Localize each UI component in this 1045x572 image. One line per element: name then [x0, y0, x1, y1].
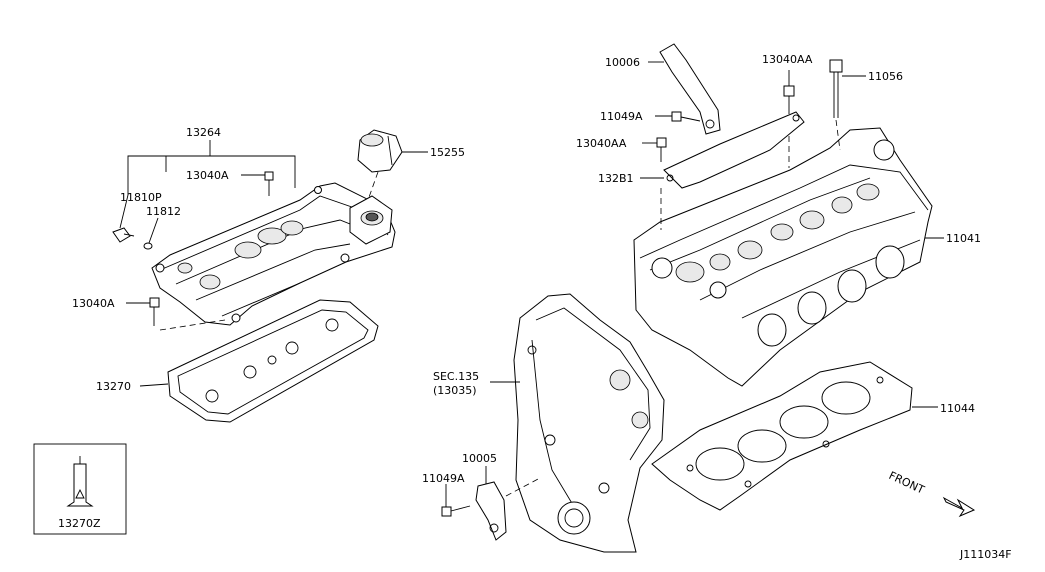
- front-cover: [490, 293, 665, 553]
- front-label: FRONT: [887, 469, 927, 497]
- bolt-11049a-bottom: [441, 484, 471, 517]
- label-11056: 11056: [868, 70, 903, 83]
- bolt-13040a-top: [241, 171, 274, 196]
- oil-filler-cap: [357, 129, 428, 201]
- label-13040a-top: 13040A: [186, 169, 229, 182]
- bolt-13040a-left: [126, 297, 226, 331]
- bracket-13281: [640, 111, 805, 189]
- label-11049a-bottom: 11049A: [422, 472, 465, 485]
- label-13040aa-top: 13040AA: [762, 53, 813, 66]
- bolt-13040aa-mid: [642, 137, 667, 230]
- pcv-valve: [112, 194, 135, 243]
- label-11812: 11812: [146, 205, 181, 218]
- head-gasket: [651, 361, 938, 511]
- diagram-code: J111034F: [959, 548, 1012, 561]
- label-11049a-top: 11049A: [600, 110, 643, 123]
- label-sec135: SEC.135: [433, 370, 479, 383]
- cylinder-head: [633, 127, 944, 387]
- grommet: [143, 217, 159, 250]
- label-10005: 10005: [462, 452, 497, 465]
- label-11041: 11041: [946, 232, 981, 245]
- label-13040aa-mid: 13040AA: [576, 137, 627, 150]
- label-13040a-left: 13040A: [72, 297, 115, 310]
- rocker-cover: [151, 182, 396, 326]
- label-11044: 11044: [940, 402, 975, 415]
- rocker-cover-gasket: [139, 299, 379, 423]
- engine-hanger-front: [475, 466, 541, 541]
- label-sec135-ref: (13035): [433, 384, 477, 397]
- bolt-11049a-top: [655, 111, 701, 122]
- label-10006: 10006: [605, 56, 640, 69]
- label-11810p: 11810P: [120, 191, 162, 204]
- bolt-13040aa-top: [783, 70, 795, 168]
- front-arrow-icon: FRONT: [887, 469, 976, 518]
- head-bolt: [829, 59, 866, 151]
- label-132b1: 132B1: [598, 172, 634, 185]
- label-13270z: 13270Z: [58, 517, 101, 530]
- sealant-box: [33, 443, 127, 535]
- engine-hanger-rear: [648, 43, 721, 135]
- label-13264: 13264: [186, 126, 221, 139]
- label-13270: 13270: [96, 380, 131, 393]
- label-15255: 15255: [430, 146, 465, 159]
